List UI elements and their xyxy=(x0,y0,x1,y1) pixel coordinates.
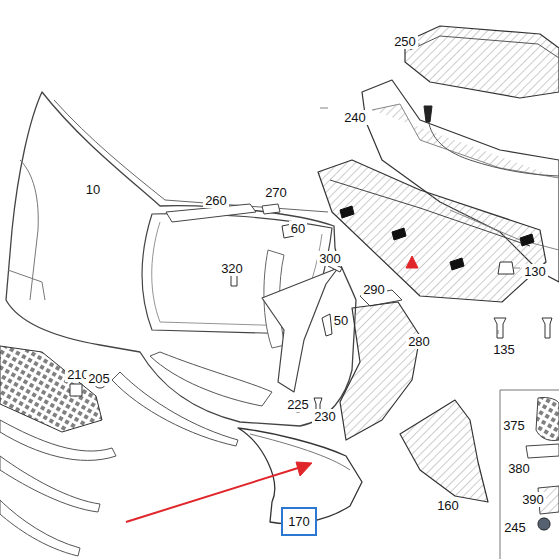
callout-number: 60 xyxy=(289,221,307,236)
bumper-side-rib xyxy=(20,160,38,300)
bumper-lower-lip xyxy=(112,372,238,446)
callout-number: 380 xyxy=(506,461,532,476)
screw-135 xyxy=(494,318,506,338)
leader-line xyxy=(498,330,499,334)
callout-number: 170 xyxy=(288,514,310,529)
leader-line xyxy=(320,108,328,109)
callout-number: 205 xyxy=(86,371,112,386)
underbody-slot xyxy=(520,234,534,246)
callout-number: 280 xyxy=(406,334,432,349)
clip-210 xyxy=(70,384,82,396)
callout-number: 130 xyxy=(522,264,548,279)
callout-number: 290 xyxy=(361,282,387,297)
callout-number: 250 xyxy=(392,34,418,49)
callout-number: 245 xyxy=(502,520,528,535)
callout-number: 225 xyxy=(285,397,311,412)
callout-number: 300 xyxy=(317,251,343,266)
lower-trim xyxy=(0,456,100,512)
fog-opening xyxy=(150,352,272,406)
wire-240 xyxy=(428,118,559,176)
screw-135 xyxy=(542,318,552,338)
bumper-side-rib xyxy=(8,270,45,300)
callout-number: 230 xyxy=(312,409,338,424)
bumper-top-edge xyxy=(54,100,328,212)
cover-160 xyxy=(400,400,488,502)
support-250 xyxy=(405,26,559,98)
inset-part-380 xyxy=(526,444,559,458)
bracket-280 xyxy=(340,302,420,440)
clip-270 xyxy=(262,204,280,214)
inset-cap-245 xyxy=(538,518,550,530)
red-arrow-head xyxy=(296,462,312,476)
support-250-edge xyxy=(410,36,559,58)
underbody-panel-edge xyxy=(330,180,530,246)
callout-number: 320 xyxy=(219,261,245,276)
red-arrow-shaft xyxy=(126,468,298,522)
lower-trim xyxy=(0,420,116,460)
callout-number: 50 xyxy=(332,313,350,328)
inset-frame xyxy=(500,390,559,559)
underbody-slot xyxy=(450,258,464,270)
callout-number: 160 xyxy=(435,498,461,513)
callout-number: 240 xyxy=(342,110,368,125)
underbody-slot xyxy=(392,228,406,240)
callout-number: 270 xyxy=(263,185,289,200)
callout-number: 260 xyxy=(203,193,229,208)
callout-number: 375 xyxy=(501,418,527,433)
inset-grille xyxy=(536,397,559,440)
lower-grille xyxy=(0,346,102,432)
underbody-panel xyxy=(318,160,546,302)
callout-number: 10 xyxy=(84,182,102,197)
carrier-240-detail xyxy=(372,104,559,178)
callout-box: 170 xyxy=(281,507,317,536)
air-curtain-trim xyxy=(262,268,338,392)
lower-trim xyxy=(0,500,80,556)
clip-130 xyxy=(498,262,514,274)
callout-number: 135 xyxy=(491,342,517,357)
callout-number: 390 xyxy=(520,492,546,507)
underbody-slot xyxy=(340,206,354,218)
red-marker xyxy=(406,256,418,268)
clip-240 xyxy=(424,106,432,122)
screw-50 xyxy=(322,314,332,336)
leader-line xyxy=(514,268,520,269)
